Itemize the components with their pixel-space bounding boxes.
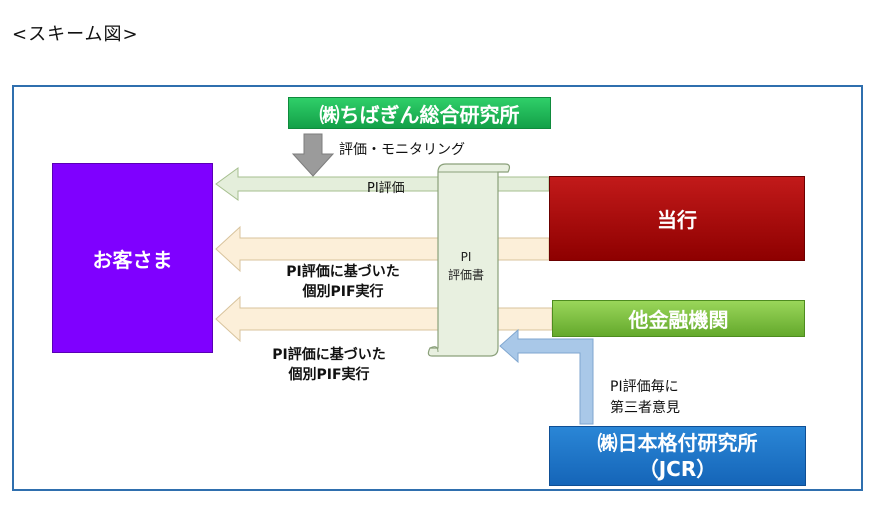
- customer-node: お客さま: [52, 163, 213, 353]
- jcr-name: ㈱日本格付研究所: [597, 431, 758, 455]
- pif-other-label: PI評価に基づいた 個別PIF実行: [244, 345, 414, 385]
- evaluation-monitoring-label: 評価・モニタリング: [339, 142, 465, 158]
- document-label: PI 評価書: [436, 248, 496, 284]
- pif-bank-label: PI評価に基づいた 個別PIF実行: [258, 262, 428, 302]
- pif-other-label-line1: PI評価に基づいた: [272, 347, 386, 363]
- document-label-line1: PI: [460, 250, 472, 264]
- pi-evaluation-label: PI評価: [367, 181, 405, 196]
- pif-other-label-line2: 個別PIF実行: [288, 367, 370, 383]
- page-title: <スキーム図>: [12, 24, 139, 45]
- pif-other-arrow: [215, 295, 553, 343]
- other-banks-node: 他金融機関: [552, 300, 805, 337]
- third-party-opinion-label: PI評価毎に 第三者意見: [610, 377, 680, 419]
- chibagin-node: ㈱ちばぎん総合研究所: [288, 97, 551, 129]
- jcr-node: ㈱日本格付研究所 （JCR）: [549, 426, 806, 486]
- diagram-frame: [12, 85, 863, 491]
- pi-evaluation-document: [427, 163, 511, 357]
- bank-node: 当行: [549, 176, 805, 261]
- pif-bank-label-line2: 個別PIF実行: [302, 284, 384, 300]
- third-party-label-line2: 第三者意見: [610, 400, 680, 416]
- jcr-abbrev: （JCR）: [638, 457, 717, 481]
- third-party-opinion-arrow: [499, 328, 594, 425]
- monitoring-down-arrow: [291, 133, 335, 177]
- pif-bank-label-line1: PI評価に基づいた: [286, 264, 400, 280]
- third-party-label-line1: PI評価毎に: [610, 379, 679, 395]
- document-label-line2: 評価書: [447, 268, 484, 282]
